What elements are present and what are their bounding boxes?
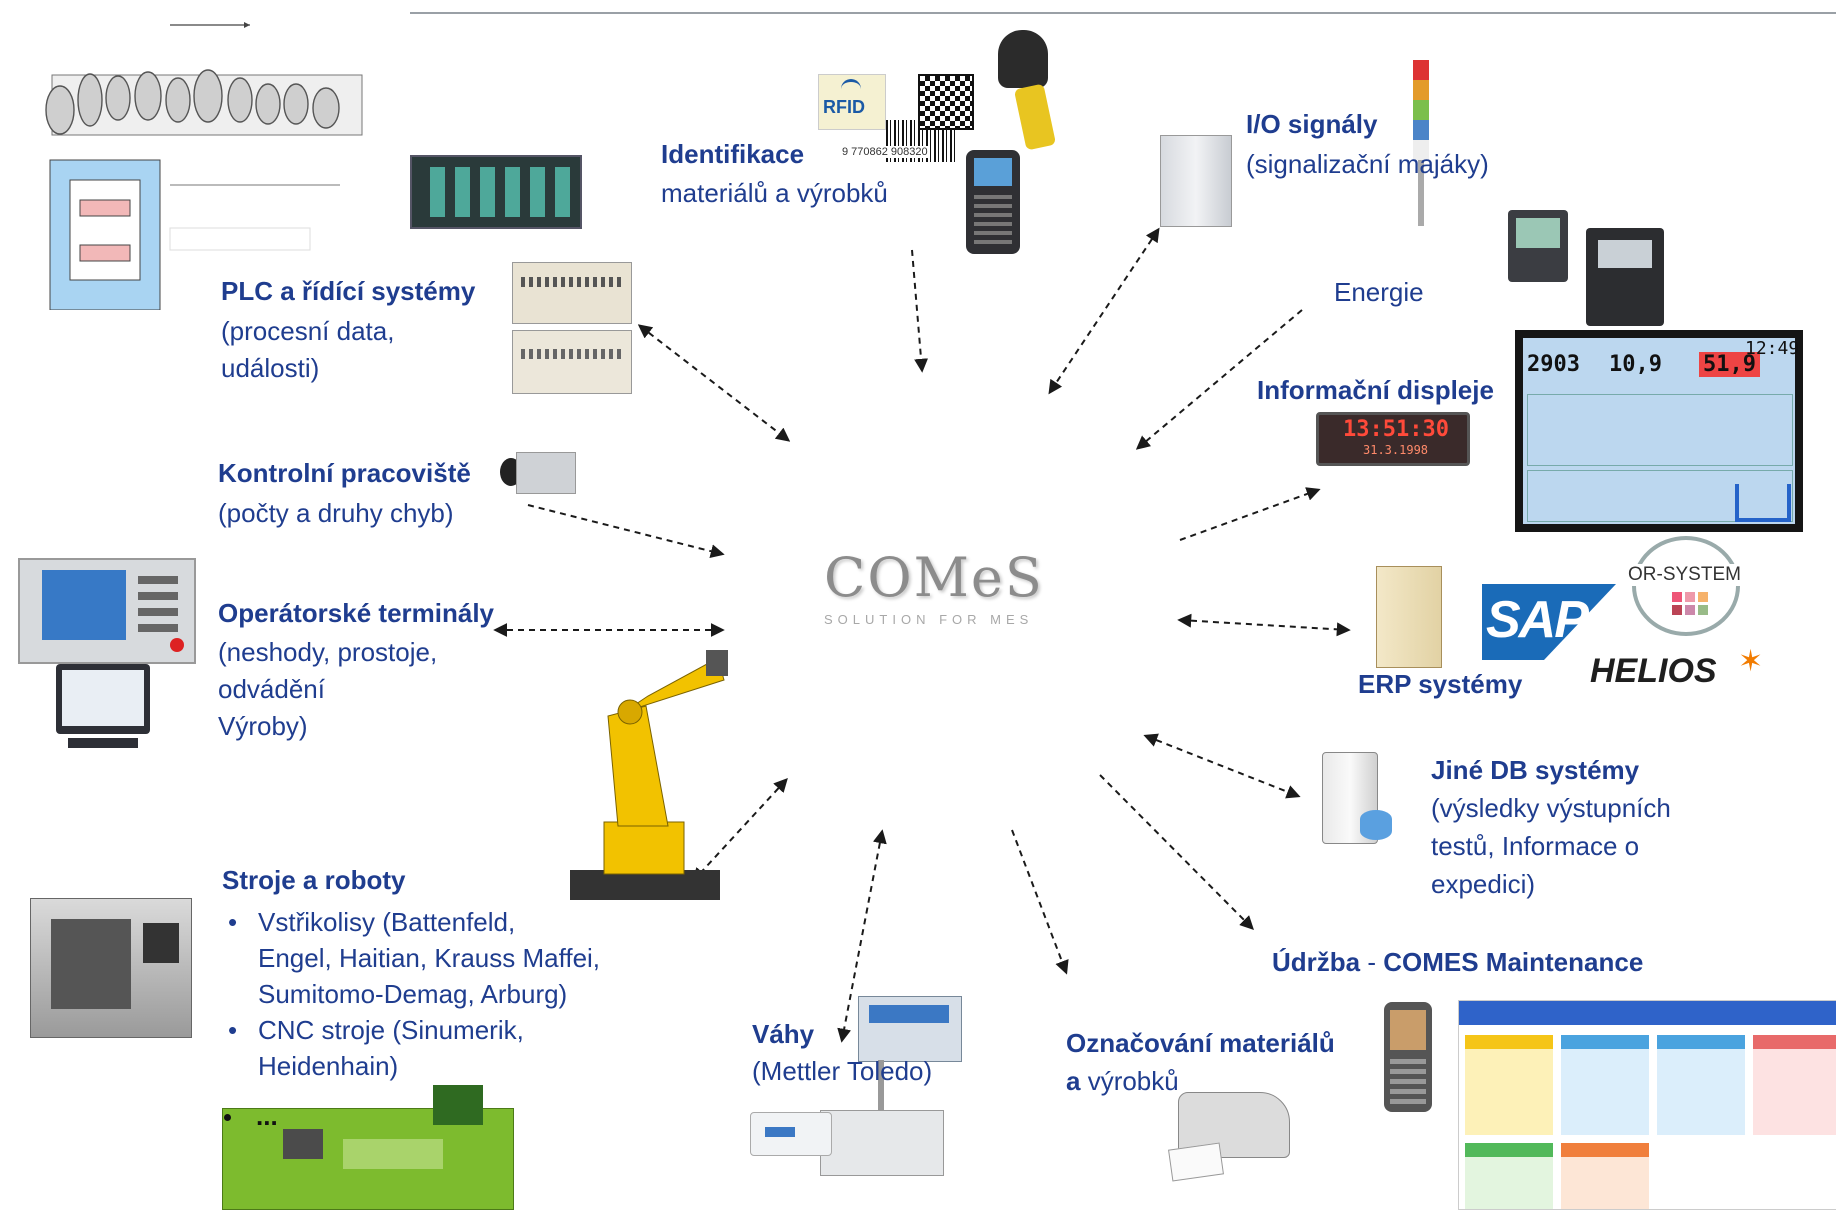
maintenance-app-screenshot (1458, 1000, 1836, 1210)
clock-date: 31.3.1998 (1363, 443, 1429, 457)
vahy-title: Váhy (752, 1019, 815, 1049)
cnc-machine (30, 898, 192, 1038)
monitor-value-2: 10,9 (1609, 352, 1662, 377)
qr-code (918, 74, 974, 130)
stroje-more: ... (256, 1101, 278, 1131)
operator-panel (18, 558, 196, 664)
stroje-bullet-1-l2: Engel, Haitian, Krauss Maffei, (258, 943, 601, 973)
arrow-displeje (1179, 487, 1321, 541)
db-line1: (výsledky výstupních (1431, 793, 1671, 823)
stroje-title: Stroje a roboty (222, 865, 406, 895)
sap-label: SAP (1486, 591, 1589, 649)
server-tower (1376, 566, 1442, 668)
operatorske-title: Operátorské terminály (218, 598, 495, 628)
paper-machine-diagram (0, 0, 410, 311)
camera-icon (500, 452, 576, 494)
led-clock-display: 13:51:30 31.3.1998 (1316, 412, 1470, 466)
arrow-plc (637, 324, 791, 442)
stroje-bullet-1: • Vstřikolisy (Battenfeld, Engel, Haitia… (222, 904, 600, 1012)
displeje-title: Informační displeje (1257, 375, 1494, 405)
io-title: I/O signály (1246, 109, 1378, 139)
stroje-bullet-1-l3: Sumitomo-Demag, Arburg) (258, 979, 568, 1009)
or-system-logo: OR-SYSTEM (1620, 536, 1760, 636)
plc-desc-line2: události) (221, 353, 320, 383)
io-desc: (signalizační majáky) (1246, 149, 1489, 179)
electricity-meter (1586, 228, 1664, 326)
stroje-list: • Vstřikolisy (Battenfeld, Engel, Haitia… (222, 904, 600, 1084)
operatorske-line1: (neshody, prostoje, (218, 637, 438, 667)
mobile-phone (1384, 1002, 1432, 1112)
arrow-erp (1177, 613, 1351, 637)
signal-tower (1413, 60, 1429, 226)
oznacovani-desc: a výrobků (1066, 1063, 1179, 1099)
sap-logo: SAP (1482, 584, 1616, 660)
power-analyzer (1508, 210, 1568, 282)
db-line2: testů, Informace o (1431, 831, 1640, 861)
plc-desc-line1: (procesní data, (221, 316, 395, 346)
monitor-value-1: 2903 (1527, 352, 1580, 377)
touch-terminal (48, 664, 158, 756)
barcode-scanner-gun (990, 30, 1060, 151)
injection-molding-machine (222, 1085, 514, 1210)
energie-label: Energie (1334, 277, 1424, 307)
small-bullet-dot (224, 1114, 231, 1121)
arrow-robot (692, 777, 788, 883)
stroje-bullet-2: • CNC stroje (Sinumerik, Heidenhain) (222, 1012, 600, 1084)
arrow-kontrolni (527, 504, 725, 559)
kontrolni-title: Kontrolní pracoviště (218, 458, 471, 488)
comes-logo: COMeS SOLUTION FOR MES (816, 546, 1076, 636)
floor-scale (820, 1060, 944, 1180)
io-module-image (1160, 135, 1232, 227)
arrow-oznacovani (1011, 829, 1069, 975)
scale-indicator (858, 996, 962, 1062)
arrow-energie (1135, 309, 1303, 450)
stroje-bullet-2-l1: CNC stroje (Sinumerik, (258, 1015, 524, 1045)
label-printer (1168, 1070, 1290, 1182)
erp-title: ERP systémy (1358, 669, 1523, 699)
operatorske-line2: odvádění (218, 674, 325, 704)
arrow-udrzba (1099, 774, 1254, 930)
identifikace-title: Identifikace (661, 139, 805, 169)
kontrolni-desc: (počty a druhy chyb) (218, 498, 454, 528)
stroje-bullet-1-l1: Vstřikolisy (Battenfeld, (258, 907, 516, 937)
db-title: Jiné DB systémy (1431, 755, 1640, 785)
vahy-desc: (Mettler Toledo) (752, 1056, 933, 1086)
db-server-icon (1322, 752, 1396, 848)
lab-balance (750, 1112, 832, 1156)
arrow-vahy (837, 829, 887, 1043)
oznacovani-sub: výrobků (1080, 1066, 1179, 1096)
comes-logo-tagline: SOLUTION FOR MES (824, 612, 1034, 627)
arrow-db (1143, 733, 1301, 799)
arrow-io (1048, 227, 1160, 395)
top-divider (410, 12, 1836, 14)
plc-title: PLC a řídící systémy (221, 276, 476, 306)
rfid-tag: RFID (818, 74, 886, 130)
identifikace-desc: materiálů a výrobků (661, 178, 888, 208)
stroje-bullet-2-l2: Heidenhain) (258, 1051, 399, 1081)
udrzba-title-part2: COMES Maintenance (1383, 947, 1644, 977)
helios-logo: HELIOS ✶ (1590, 645, 1764, 691)
rfid-label: RFID (823, 97, 865, 117)
oznacovani-title: Označování materiálů (1066, 1028, 1335, 1058)
barcode-digits: 9 770862 908320 (842, 146, 928, 158)
operatorske-line3: Výroby) (218, 711, 308, 741)
udrzba-title: Údržba - COMES Maintenance (1272, 944, 1643, 980)
plc-rack (410, 155, 582, 229)
clock-time: 13:51:30 (1343, 417, 1449, 442)
comes-logo-text: COMeS (824, 546, 1044, 609)
helios-label: HELIOS (1590, 652, 1717, 690)
monitor-value-3: 51,9 (1699, 352, 1760, 377)
db-line3: expedici) (1431, 869, 1536, 899)
udrzba-sep: - (1360, 947, 1384, 977)
or-system-label: OR-SYSTEM (1628, 564, 1741, 586)
udrzba-title-part1: Údržba (1272, 947, 1361, 977)
industrial-robot (568, 646, 738, 904)
oznacovani-a: a (1066, 1066, 1081, 1096)
monitor-time: 12:49 (1745, 338, 1800, 359)
arrow-identifikace (911, 249, 929, 373)
handheld-terminal (966, 150, 1020, 254)
monitoring-screen: 2903 10,9 51,9 12:49 (1515, 330, 1803, 532)
plc-controller-image (508, 258, 636, 398)
